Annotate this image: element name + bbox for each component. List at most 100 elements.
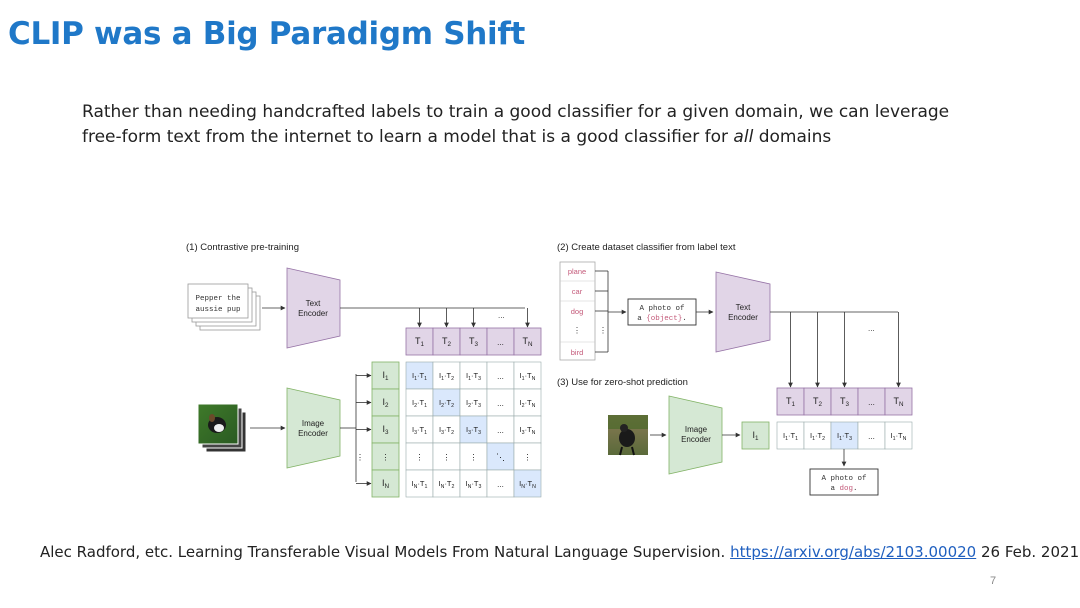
score-cell-label: I1·TN [891, 431, 907, 442]
image-encoder-2-label1: Image [685, 425, 708, 434]
t2-cell [857, 387, 886, 416]
matrix-ddots: ⋱ [496, 452, 505, 462]
text-encoder-2: Text Encoder [715, 271, 771, 353]
image-encoder-1-label2: Encoder [298, 429, 328, 438]
t-cell [486, 327, 515, 356]
score-ellipsis: ... [868, 432, 875, 441]
prediction-box: A photo of a dog. [809, 468, 879, 496]
t-cell-label: T3 [469, 336, 479, 348]
matrix-cell [513, 361, 542, 390]
t2-cell-label: T3 [840, 396, 850, 408]
citation-date: 26 Feb. 2021 [976, 543, 1080, 561]
prompt-template-box: A photo of a {object}. [627, 298, 697, 326]
matrix-cell [459, 361, 488, 390]
matrix-cell [513, 415, 542, 444]
matrix-cell [405, 469, 434, 498]
score-cell [776, 421, 805, 450]
t2-cell-label: TN [893, 396, 904, 408]
t-branch-ellipsis: ... [498, 311, 505, 320]
matrix-cell-label: I1·T3 [466, 371, 481, 382]
matrix-cell [405, 442, 434, 471]
matrix-vdots: ⋮ [524, 453, 532, 462]
image-encoder-2-label2: Encoder [681, 435, 711, 444]
citation-link[interactable]: https://arxiv.org/abs/2103.00020 [730, 543, 977, 561]
text-sample-line1: Pepper the [195, 295, 240, 303]
label-dog: dog [571, 307, 584, 316]
panel3-caption: (3) Use for zero-shot prediction [557, 377, 688, 388]
label-car: car [572, 287, 583, 296]
score-cell-highlight [830, 421, 859, 450]
matrix-cell-diagonal [432, 388, 461, 417]
text-encoder-1: Text Encoder [286, 267, 341, 349]
matrix-cell-label: I2·T2 [439, 398, 454, 409]
zero-shot-image-embedding: I1 [741, 421, 770, 450]
slide-title: CLIP was a Big Paradigm Shift [8, 16, 526, 52]
intro-text: Rather than needing handcrafted labels t… [82, 100, 982, 150]
score-cell-label: I1·T2 [810, 431, 825, 442]
i1-cell [741, 421, 770, 450]
result-object: dog [840, 485, 854, 493]
matrix-cell-diagonal [486, 442, 515, 471]
matrix-cell-label: I2·TN [520, 398, 536, 409]
i-cell [371, 361, 400, 390]
result-prefix: A photo of [821, 475, 867, 483]
matrix-cell [432, 469, 461, 498]
i-cell [371, 469, 400, 498]
matrix-cell [432, 415, 461, 444]
panel2-caption: (2) Create dataset classifier from label… [557, 242, 736, 253]
t-cell-label: TN [522, 336, 533, 348]
dog-test-image [608, 415, 648, 456]
image-encoder-2: Image Encoder [668, 395, 723, 475]
citation: Alec Radford, etc. Learning Transferable… [40, 543, 1079, 561]
prompt-line2: a {object}. [637, 315, 687, 323]
matrix-ellipsis: ... [497, 372, 504, 381]
t2-cell-ellipsis: ... [868, 398, 875, 407]
matrix-cell [459, 442, 488, 471]
i-branch-vdots: ⋮ [356, 453, 364, 462]
i-cell-label: I3 [382, 424, 389, 436]
matrix-cell-label: I3·T3 [466, 425, 481, 436]
image-encoder-1-label1: Image [302, 419, 325, 428]
matrix-vdots: ⋮ [416, 453, 424, 462]
i-cell [371, 415, 400, 444]
panel1-caption: (1) Contrastive pre-training [186, 242, 299, 253]
t2-cell-label: T1 [786, 396, 796, 408]
matrix-cell [513, 388, 542, 417]
matrix-cell-label: I1·T1 [412, 371, 427, 382]
intro-part-2: domains [753, 127, 832, 147]
t-cell [432, 327, 461, 356]
matrix-cell [486, 361, 515, 390]
matrix-cell-label: IN·T2 [439, 479, 455, 490]
matrix-ellipsis: ... [497, 399, 504, 408]
matrix-cell-label: I3·T1 [412, 425, 427, 436]
t2-branch-ellipsis: ... [868, 324, 875, 333]
t2-cell [884, 387, 913, 416]
text-sample-stack: Pepper the aussie pup [187, 283, 261, 331]
matrix-cell [432, 442, 461, 471]
matrix-cell-label: IN·T1 [412, 479, 428, 490]
i-cell-vdots: ⋮ [382, 453, 390, 462]
matrix-cell-label: I3·TN [520, 425, 536, 436]
text-encoder-2-label2: Encoder [728, 313, 758, 322]
matrix-cell-label: I1·TN [520, 371, 536, 382]
t-cell [513, 327, 542, 356]
i-cell-label: I2 [382, 397, 389, 409]
matrix-cell-label: I3·T2 [439, 425, 454, 436]
label-bracket-vdots: ⋮ [599, 326, 607, 335]
text-sample-line2: aussie pup [195, 306, 240, 314]
matrix-cell-label: I2·T1 [412, 398, 427, 409]
matrix-cell-label: I2·T3 [466, 398, 481, 409]
matrix-cell [459, 469, 488, 498]
intro-emphasis: all [733, 127, 754, 147]
label-bird: bird [571, 348, 584, 357]
intro-part-1: Rather than needing handcrafted labels t… [82, 102, 950, 147]
matrix-cell-diagonal [513, 469, 542, 498]
matrix-vdots: ⋮ [470, 453, 478, 462]
dog-image-stack [197, 403, 247, 453]
